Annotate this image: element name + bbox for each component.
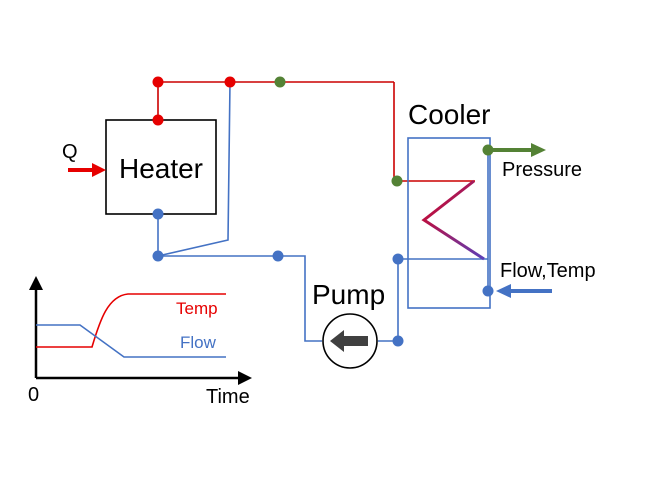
y-axis-arrow-icon [29, 276, 43, 290]
heater-label: Heater [119, 153, 203, 184]
pressure-output: Pressure [490, 143, 582, 181]
pressure-node [391, 175, 403, 187]
temp-series-label: Temp [176, 299, 218, 318]
heater: Heater [105, 119, 217, 215]
pressure-arrow-icon [531, 143, 546, 157]
flow-temp-arrow-icon [496, 284, 511, 298]
pressure-label: Pressure [502, 159, 582, 181]
cold-node [482, 285, 494, 297]
hot-node [224, 76, 236, 88]
left-arrow-icon [330, 330, 368, 352]
flow-series-label: Flow [180, 333, 217, 352]
inset-chart: Temp Flow 0 Time [28, 276, 252, 408]
pump: Pump [312, 279, 385, 369]
x-axis-arrow-icon [238, 371, 252, 385]
cooler: Cooler [407, 99, 491, 309]
q-label: Q [62, 141, 78, 163]
temp-series-line [36, 293, 226, 348]
hot-node [152, 114, 164, 126]
hot-node [152, 76, 164, 88]
heat-input-q: Q [62, 141, 106, 177]
pressure-node [482, 144, 494, 156]
x-axis-label: Time [206, 386, 250, 408]
cold-node [152, 250, 164, 262]
flow-temp-input: Flow,Temp [496, 260, 596, 298]
zigzag-coil-icon [421, 179, 485, 261]
cold-node [272, 250, 284, 262]
flow-series-line [36, 324, 226, 358]
pressure-node [274, 76, 286, 88]
cold-node [392, 253, 404, 265]
return-pipe [158, 255, 322, 342]
cooler-label: Cooler [408, 99, 490, 130]
bypass-pipe [157, 81, 231, 257]
cold-node [152, 208, 164, 220]
cold-node [392, 335, 404, 347]
pump-label: Pump [312, 279, 385, 310]
nodes [152, 76, 494, 347]
flow-temp-label: Flow,Temp [500, 260, 596, 282]
cooler-box [407, 137, 491, 309]
cold-pipes [157, 81, 489, 342]
origin-label: 0 [28, 384, 39, 406]
q-arrow-icon [92, 163, 106, 177]
